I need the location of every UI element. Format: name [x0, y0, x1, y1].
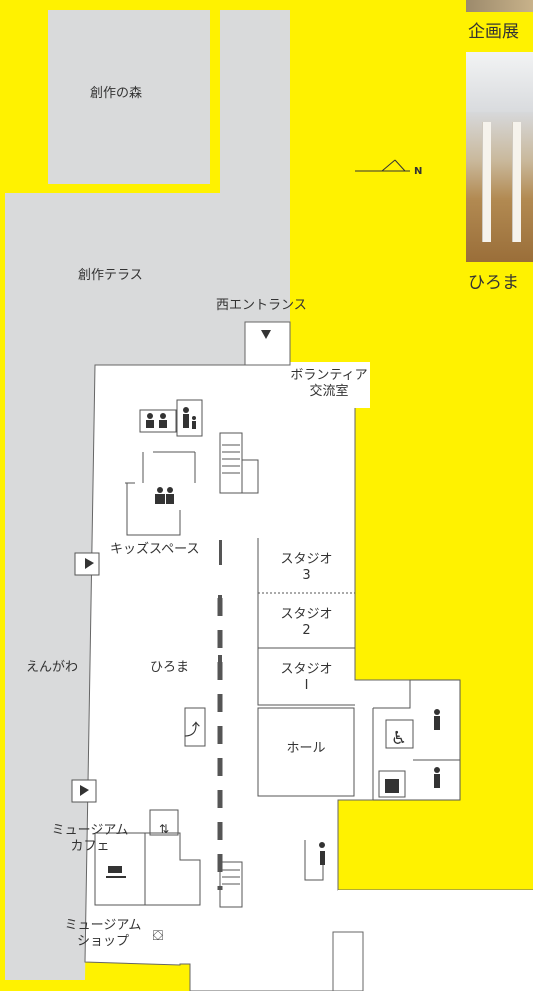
forest-area: [48, 10, 210, 184]
volunteer-room-box: [288, 362, 370, 408]
photo-ceiling: [466, 52, 533, 112]
restroom-box: [139, 409, 177, 433]
hiroma-caption: ひろま: [468, 273, 519, 293]
escalator-icon: ⤴: [184, 720, 200, 739]
entrance-arrow-icon: [261, 330, 271, 339]
kids-space-enclosure: [125, 482, 181, 536]
west-entrance-label: 西エントランス: [216, 298, 307, 313]
entrance-lower-arrow-icon: [80, 785, 89, 796]
stairs-wall: [220, 459, 259, 494]
studio2-label: スタジオ 2: [280, 607, 333, 638]
hall-room: [257, 707, 355, 797]
studio1-label: スタジオ I: [280, 662, 333, 693]
north-arrow-icon: [355, 159, 410, 172]
shop-bag-icon: ⛋: [153, 928, 164, 944]
north-label: N: [414, 166, 423, 177]
south-annex: [332, 931, 364, 991]
terrace-strip: [220, 10, 290, 365]
family-restroom-box: [176, 399, 203, 437]
lower-stairs: [219, 861, 243, 908]
cafe-walls: [94, 832, 201, 906]
accessible-restroom-box: [385, 719, 414, 749]
elevator-box: [149, 809, 179, 836]
lower-white-area: [338, 890, 533, 991]
wheelchair-icon: ♿: [391, 728, 407, 749]
volunteer-room-label: ボランティア 交流室: [290, 368, 368, 399]
exhibition-caption: 企画展: [468, 22, 519, 42]
engawa-label: えんがわ: [26, 660, 79, 675]
shop-label: ミュージアム ショップ: [64, 918, 142, 949]
diaper-room-box: [378, 770, 406, 798]
pillar-2: [218, 595, 222, 607]
hiroma-label: ひろま: [150, 660, 190, 675]
entrance-upper-arrow-icon: [85, 558, 94, 569]
photo-pillar: [482, 122, 491, 242]
terrace-area: [5, 193, 220, 980]
studio3-label: スタジオ 3: [280, 552, 333, 583]
restroom-block: [372, 679, 461, 801]
escalator-box: [184, 707, 206, 747]
exhibition-photo-strip: [466, 0, 533, 12]
info-desk: [304, 840, 324, 881]
lower-stairs-steps: [222, 869, 240, 885]
forest-label: 創作の森: [90, 86, 143, 101]
kids-space-label: キッズスペース: [110, 542, 200, 557]
pillar-3: [218, 655, 222, 667]
restroom-icons: [106, 407, 440, 878]
west-entrance-box: [244, 321, 291, 366]
cafe-label: ミュージアム カフェ: [51, 823, 129, 854]
upper-stairs-steps: [222, 444, 240, 474]
kids-space-walls: [142, 451, 196, 483]
elevator-icon: ⇅: [159, 822, 169, 836]
hall-label: ホール: [286, 741, 326, 756]
photo-pillar: [512, 122, 521, 242]
terrace-label: 創作テラス: [78, 268, 143, 283]
hiroma-photo: [466, 52, 533, 262]
studio-block: [257, 538, 355, 706]
pillar-1: [219, 540, 222, 565]
